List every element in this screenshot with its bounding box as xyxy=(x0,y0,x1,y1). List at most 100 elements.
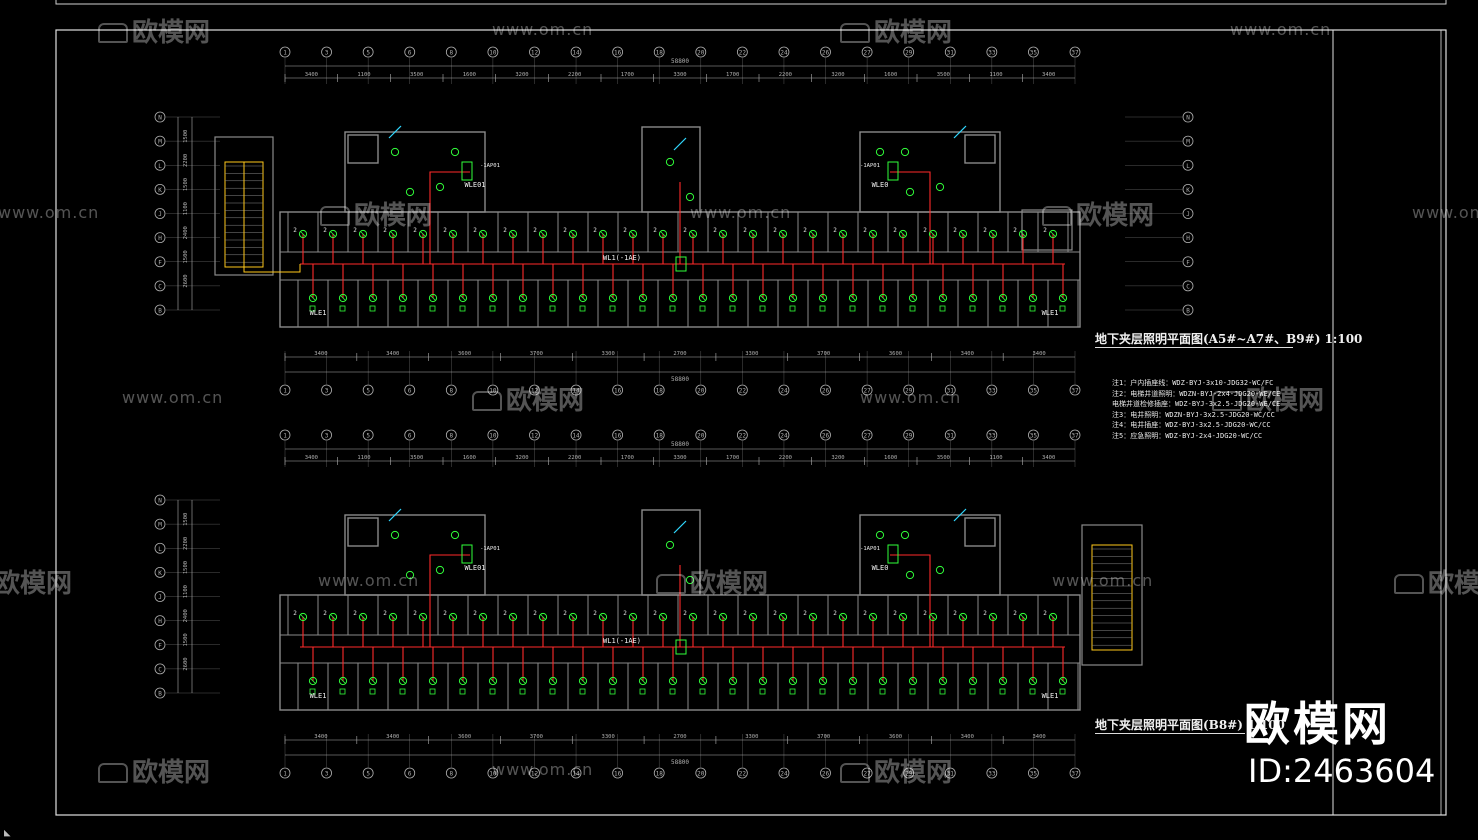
fixture-tag: 2 xyxy=(503,227,507,234)
fixture-cross xyxy=(1030,678,1036,684)
switch-box xyxy=(369,688,376,695)
light-fixture xyxy=(698,676,708,686)
fixture-cross xyxy=(1000,678,1006,684)
light-fixture xyxy=(758,676,768,686)
light-fixture xyxy=(568,229,578,239)
distribution-panel xyxy=(887,161,899,181)
switch-box xyxy=(639,305,646,312)
dim-text: 3400 xyxy=(305,455,318,461)
light-fixture xyxy=(788,676,798,686)
axis-label: 29 xyxy=(905,50,913,57)
dim-text: 1700 xyxy=(621,455,634,461)
fixture-tag: 2 xyxy=(1013,227,1017,234)
light-fixture xyxy=(968,676,978,686)
distribution-panel xyxy=(675,639,687,655)
fixture-cross xyxy=(880,295,886,301)
plan-a-title: 地下夹层照明平面图(A5#~A7#、B9#) 1:100 xyxy=(1095,332,1363,346)
fixture-cross xyxy=(660,231,666,237)
switch-box xyxy=(969,688,976,695)
row-label: J xyxy=(1186,211,1190,218)
row-dim-text: 2400 xyxy=(183,226,189,239)
row-label: N xyxy=(158,115,162,122)
fixture-tag: 2 xyxy=(653,227,657,234)
axis-label: 16 xyxy=(614,433,622,440)
dim-text: 2700 xyxy=(673,734,686,740)
axis-label: 16 xyxy=(614,50,622,57)
switch-box xyxy=(399,305,406,312)
dim-text: 3400 xyxy=(386,351,399,357)
stair-tower xyxy=(1081,524,1143,666)
dim-text: 1700 xyxy=(726,455,739,461)
switch-box xyxy=(909,305,916,312)
light-fixture xyxy=(665,540,675,550)
light-fixture xyxy=(405,187,415,197)
light-fixture xyxy=(398,293,408,303)
row-label: L xyxy=(1186,163,1190,170)
row-dim-text: 1500 xyxy=(183,633,189,646)
light-fixture xyxy=(938,676,948,686)
fixture-tag: 2 xyxy=(293,610,297,617)
light-fixture xyxy=(608,676,618,686)
overall-dimension: 58800 xyxy=(671,759,689,766)
axis-label: 31 xyxy=(947,771,955,778)
light-fixture xyxy=(998,293,1008,303)
switch-box xyxy=(339,305,346,312)
fixture-cross xyxy=(820,678,826,684)
fixture-cross xyxy=(390,231,396,237)
light-fixture xyxy=(658,229,668,239)
riser-symbol xyxy=(673,520,687,534)
dim-text: 1600 xyxy=(884,455,897,461)
switch-box xyxy=(609,688,616,695)
row-label: B xyxy=(158,308,162,315)
row-label: K xyxy=(158,187,162,194)
fixture-cross xyxy=(400,678,406,684)
switch-box xyxy=(849,688,856,695)
fixture-cross xyxy=(550,295,556,301)
fixture-cross xyxy=(970,295,976,301)
sheet-frame-top xyxy=(55,0,1447,5)
watermark-logo-icon xyxy=(1042,206,1072,226)
light-fixture xyxy=(1028,676,1038,686)
dim-text: 3400 xyxy=(1042,455,1055,461)
fixture-cross xyxy=(940,678,946,684)
axis-label: 1 xyxy=(283,433,287,440)
axis-label: 24 xyxy=(780,433,788,440)
light-fixture xyxy=(508,612,518,622)
fixture-tag: 2 xyxy=(353,227,357,234)
light-fixture xyxy=(688,229,698,239)
fixture-cross xyxy=(780,614,786,620)
row-dim-text: 2600 xyxy=(183,657,189,670)
light-fixture xyxy=(508,229,518,239)
switch-box xyxy=(699,305,706,312)
row-label: F xyxy=(158,642,162,649)
fixture-tag: 2 xyxy=(593,227,597,234)
fixture-cross xyxy=(370,678,376,684)
switch-box xyxy=(519,305,526,312)
dim-text: 3300 xyxy=(602,351,615,357)
building-wing-left xyxy=(344,131,486,213)
fixture-cross xyxy=(910,678,916,684)
switch-box xyxy=(819,305,826,312)
switch-box xyxy=(429,688,436,695)
fixture-cross xyxy=(640,678,646,684)
fixture-tag: 2 xyxy=(623,610,627,617)
switch-box xyxy=(759,688,766,695)
light-fixture xyxy=(368,676,378,686)
axis-label: 20 xyxy=(697,50,705,57)
axis-label: 10 xyxy=(489,50,497,57)
fixture-cross xyxy=(630,614,636,620)
fixture-cross xyxy=(870,614,876,620)
fixture-cross xyxy=(580,295,586,301)
dim-text: 3400 xyxy=(961,734,974,740)
axis-label: 12 xyxy=(531,388,539,395)
fixture-cross xyxy=(430,295,436,301)
riser-symbol xyxy=(388,125,402,139)
axis-label: 26 xyxy=(822,771,830,778)
fixture-tag: 2 xyxy=(383,610,387,617)
light-fixture xyxy=(685,192,695,202)
axis-label: 20 xyxy=(697,433,705,440)
switch-box xyxy=(669,688,676,695)
row-label: C xyxy=(158,283,162,290)
axis-label: 8 xyxy=(450,433,454,440)
note-line: 注2：电梯井道照明：WDZN-BYJ-2x4-JDG20-WE/CE xyxy=(1112,389,1281,398)
